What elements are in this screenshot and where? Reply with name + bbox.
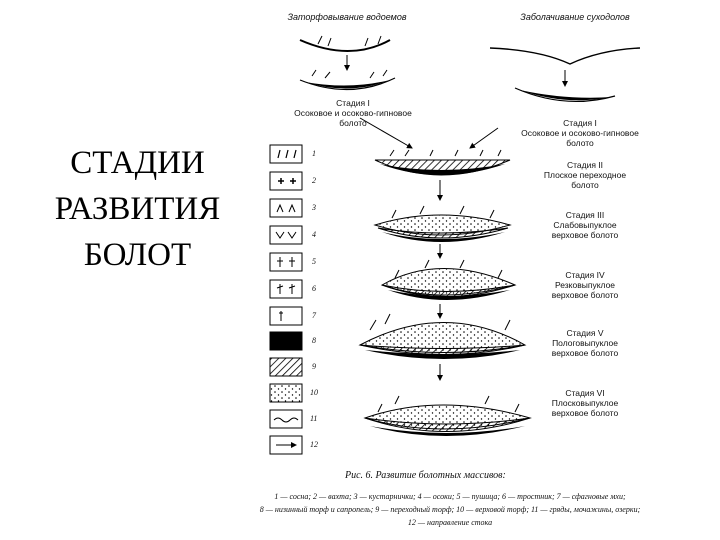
legend-number-11: 11 (310, 414, 318, 423)
legend-number-1: 1 (312, 149, 316, 158)
stage-3-profile (373, 205, 512, 242)
stage-5-profile (358, 313, 527, 359)
column-header-right: Заболачивание суходолов (520, 12, 630, 22)
legend-number-5: 5 (312, 257, 316, 266)
title-line-3: БОЛОТ (83, 237, 192, 273)
figure-caption-line-1: 1 — сосна; 2 — вахта; 3 — кустарнички; 4… (274, 492, 626, 501)
stage-2-profile (374, 149, 511, 176)
legend-number-9: 9 (312, 362, 316, 371)
legend-number-8: 8 (312, 336, 316, 345)
column-header-left: Заторфовывание водоемов (287, 12, 407, 22)
legend-number-6: 6 (312, 284, 316, 293)
legend-number-10: 10 (310, 388, 318, 397)
title-line-1: СТАДИИ (70, 145, 205, 181)
stage-6-profile (363, 395, 532, 436)
stage-4-profile (380, 259, 517, 300)
figure-caption-line-3: 12 — направление стока (407, 518, 493, 527)
slide-title: СТАДИИ РАЗВИТИЯ БОЛОТ (30, 140, 245, 278)
legend-boxes (269, 144, 303, 455)
lake-infilling-top (299, 35, 396, 91)
upland-paludification-top (489, 47, 641, 103)
legend-number-7: 7 (312, 311, 316, 320)
figure-caption-line-2: 8 — низинный торф и сапропель; 9 — перех… (259, 505, 641, 514)
legend-number-4: 4 (312, 230, 316, 239)
legend-number-2: 2 (312, 176, 316, 185)
legend-number-3: 3 (312, 203, 316, 212)
legend-number-12: 12 (310, 440, 318, 449)
title-line-2: РАЗВИТИЯ (54, 191, 221, 227)
figure-caption-title: Рис. 6. Развитие болотных массивов: (345, 470, 506, 481)
